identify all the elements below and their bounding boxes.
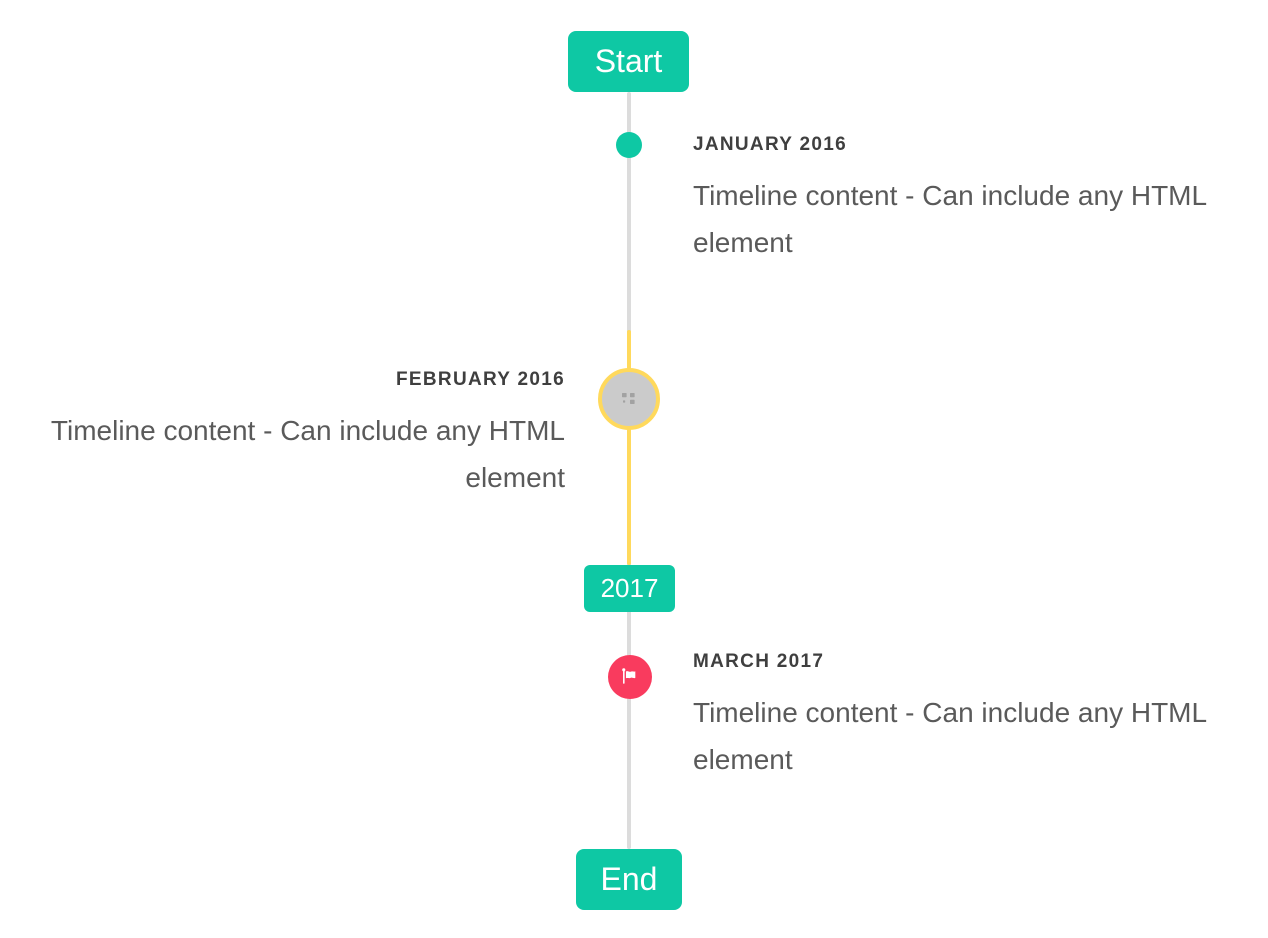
timeline-item-january: JANUARY 2016 Timeline content - Can incl… <box>693 133 1233 266</box>
timeline-year-badge: 2017 <box>584 565 675 612</box>
timeline-item-title: MARCH 2017 <box>693 651 825 672</box>
timeline-item-february: FEBRUARY 2016 Timeline content - Can inc… <box>25 368 565 501</box>
timeline-item-title: JANUARY 2016 <box>693 134 847 155</box>
timeline-marker-dot-january <box>616 132 642 158</box>
broken-image-icon <box>622 393 635 404</box>
timeline-item-content: Timeline content - Can include any HTML … <box>693 180 1207 258</box>
timeline-item-content: Timeline content - Can include any HTML … <box>50 415 565 493</box>
timeline-line-highlight <box>627 330 631 565</box>
flag-icon <box>622 668 636 684</box>
timeline-marker-image-february <box>598 368 660 430</box>
timeline-end-badge: End <box>576 849 682 910</box>
timeline-item-content: Timeline content - Can include any HTML … <box>693 697 1207 775</box>
timeline-item-title: FEBRUARY 2016 <box>396 369 565 390</box>
timeline-item-march: MARCH 2017 Timeline content - Can includ… <box>693 650 1233 783</box>
timeline-start-badge: Start <box>568 31 689 92</box>
timeline-marker-flag-march <box>608 655 652 699</box>
